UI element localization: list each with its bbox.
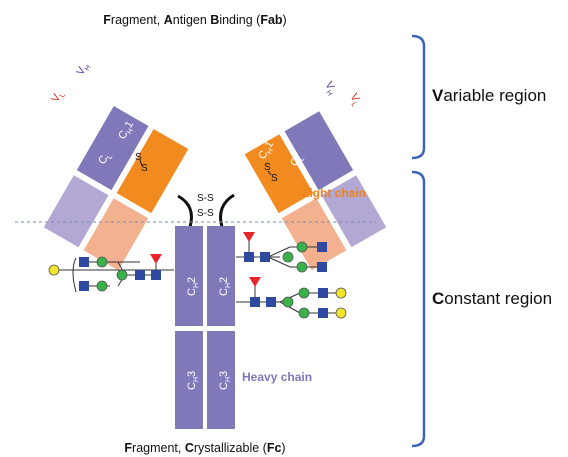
left-ch2-label: CH2 [186, 277, 200, 296]
left-vl-label: VL [49, 89, 67, 106]
right-vl-domain [281, 198, 347, 271]
left-ch1-domain [76, 106, 149, 191]
glcnac-icon [250, 297, 260, 307]
galactose-icon [335, 307, 347, 319]
right-ch1-label: CH1 [256, 139, 278, 163]
constant-region-bracket [411, 170, 426, 448]
right-cl-label: CL [288, 152, 306, 169]
fucose-icon [243, 232, 255, 242]
right-vh-label: VH [321, 80, 339, 98]
heavy-chain-label: Heavy chain [242, 370, 312, 384]
left-ch1-label: CH1 [116, 119, 138, 143]
mannose-icon [282, 251, 294, 263]
right-ch2-label: CH2 [218, 277, 232, 296]
left-cl-domain [116, 129, 189, 214]
left-cl-label: CL [96, 150, 114, 167]
mannose-icon [116, 269, 128, 281]
glcnac-icon [318, 288, 328, 298]
fucose-icon [249, 277, 261, 287]
svg-text:S: S [141, 163, 148, 174]
mannose-icon [298, 287, 310, 299]
left-hinge [177, 194, 193, 228]
mannose-icon [282, 296, 294, 308]
left-ch2-domain [175, 226, 203, 326]
glcnac-icon [135, 270, 145, 280]
mannose-icon [96, 256, 108, 268]
right-arm-disulfide: S S [264, 162, 278, 184]
galactose-icon [48, 264, 60, 276]
left-ch3-label: CH3 [186, 371, 200, 390]
right-cl-domain [244, 134, 314, 214]
left-vh-label: VH [74, 61, 92, 79]
left-arm-disulfide: S S [135, 152, 148, 174]
right-glycan-lower [236, 277, 347, 319]
left-arm [43, 106, 189, 271]
right-vh-domain [321, 175, 387, 248]
svg-text:S: S [271, 173, 278, 184]
right-glycan-upper [236, 232, 327, 273]
light-chain-label: Light chain [302, 186, 366, 200]
left-glycan [48, 254, 174, 293]
mannose-icon [296, 241, 308, 253]
glcnac-icon [317, 262, 327, 272]
glcnac-icon [244, 252, 254, 262]
left-vh-domain [43, 175, 109, 248]
glcnac-icon [79, 257, 89, 267]
mannose-icon [296, 261, 308, 273]
glcnac-icon [151, 270, 161, 280]
right-hinge [219, 193, 235, 228]
right-arm [244, 111, 387, 271]
fucose-icon [150, 254, 162, 264]
left-ch3-domain [175, 331, 203, 429]
glcnac-icon [79, 281, 89, 291]
glcnac-icon [260, 252, 270, 262]
right-ch2-domain [207, 226, 235, 326]
hinge-disulfide-top: S-S [197, 193, 214, 204]
hinge-disulfide-bottom: S-S [197, 208, 214, 219]
right-ch1-domain [284, 111, 354, 191]
constant-region-label: Constant region [432, 289, 552, 308]
glcnac-icon [317, 242, 327, 252]
variable-region-label: Variable region [432, 86, 546, 105]
svg-text:S: S [264, 162, 271, 173]
variable-region-bracket [411, 34, 426, 160]
mannose-icon [96, 280, 108, 292]
mannose-icon [298, 307, 310, 319]
fc-title: Fragment, Crystallizable (Fc) [124, 441, 285, 455]
right-vl-label: VL [346, 92, 364, 109]
right-ch3-label: CH3 [218, 371, 232, 390]
glcnac-icon [318, 308, 328, 318]
glcnac-icon [266, 297, 276, 307]
fab-title: Fragment, Antigen Binding (Fab) [103, 13, 286, 27]
svg-text:S: S [135, 152, 142, 163]
left-vl-domain [83, 198, 149, 271]
right-ch3-domain [207, 331, 235, 429]
galactose-icon [335, 287, 347, 299]
